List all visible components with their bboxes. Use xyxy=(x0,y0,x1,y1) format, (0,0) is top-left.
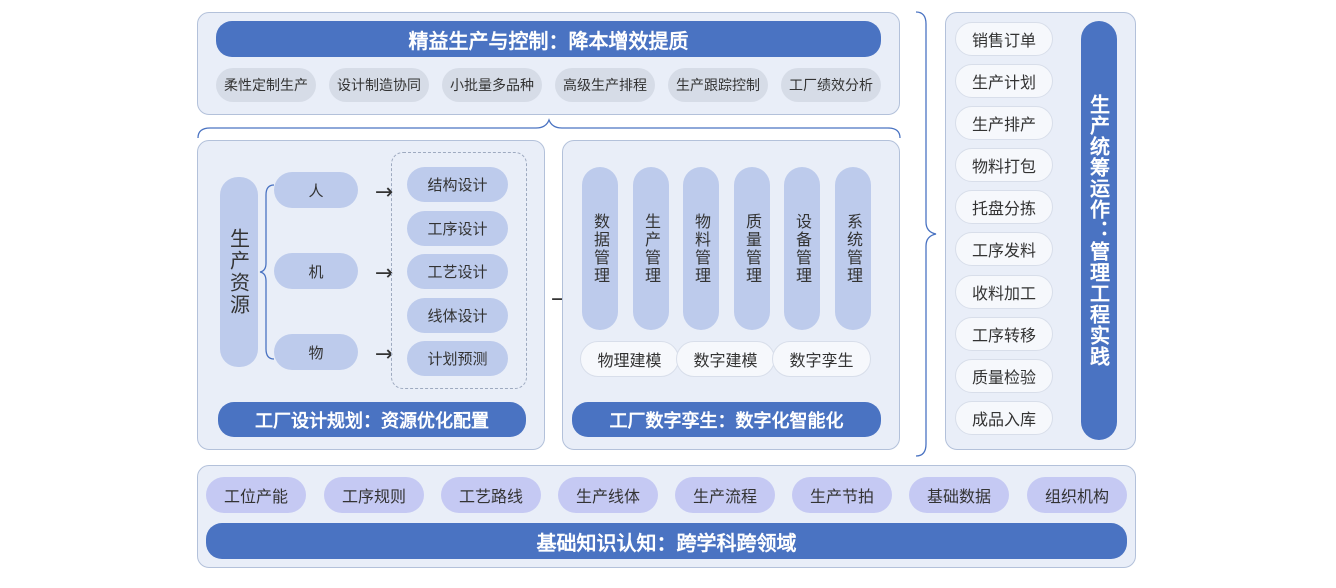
step-inspection: 质量检验 xyxy=(955,359,1053,393)
step-scheduling: 生产排产 xyxy=(955,106,1053,140)
twin-model-digital: 数字建模 xyxy=(676,341,775,377)
base-line: 生产线体 xyxy=(558,477,658,513)
base-workstation: 工位产能 xyxy=(206,477,306,513)
base-organization: 组织机构 xyxy=(1027,477,1127,513)
base-data: 基础数据 xyxy=(909,477,1009,513)
step-pallet-sorting: 托盘分拣 xyxy=(955,190,1053,224)
design-items-group xyxy=(391,152,527,389)
resource-machine: 机 xyxy=(274,253,358,289)
production-resource-label: 生产资源 xyxy=(220,177,258,367)
design-process: 工序设计 xyxy=(407,211,508,246)
twin-column-system: 系统管理 xyxy=(835,167,871,330)
step-production-plan: 生产计划 xyxy=(955,64,1053,98)
resource-material: 物 xyxy=(274,334,358,370)
top-tag-performance: 工厂绩效分析 xyxy=(781,68,881,102)
top-tag-scheduling: 高级生产排程 xyxy=(555,68,655,102)
step-packing: 物料打包 xyxy=(955,148,1053,182)
design-craft: 工艺设计 xyxy=(407,254,508,289)
twin-model-twin: 数字孪生 xyxy=(772,341,871,377)
arrow-right-icon: → xyxy=(374,342,394,367)
step-sales-order: 销售订单 xyxy=(955,22,1053,56)
top-tag-collab: 设计制造协同 xyxy=(329,68,429,102)
base-process-rules: 工序规则 xyxy=(324,477,424,513)
twin-column-production: 生产管理 xyxy=(633,167,669,330)
top-brace-icon xyxy=(197,118,901,139)
digital-twin-title: 工厂数字孪生：数字化智能化 xyxy=(572,402,881,437)
design-structure: 结构设计 xyxy=(407,167,508,202)
base-flow: 生产流程 xyxy=(675,477,775,513)
design-line: 线体设计 xyxy=(407,298,508,333)
twin-column-equipment: 设备管理 xyxy=(784,167,820,330)
arrow-right-icon: → xyxy=(374,261,394,286)
right-brace-icon xyxy=(915,11,937,457)
resource-brace-icon xyxy=(259,184,275,360)
design-forecast: 计划预测 xyxy=(407,341,508,376)
base-takt: 生产节拍 xyxy=(792,477,892,513)
twin-model-physical: 物理建模 xyxy=(580,341,679,377)
basic-knowledge-title: 基础知识认知：跨学科跨领域 xyxy=(206,523,1127,559)
top-tag-tracking: 生产跟踪控制 xyxy=(668,68,768,102)
twin-column-material: 物料管理 xyxy=(683,167,719,330)
arrow-right-icon: → xyxy=(374,180,394,205)
step-material-issue: 工序发料 xyxy=(955,232,1053,266)
lean-production-title: 精益生产与控制：降本增效提质 xyxy=(216,21,881,57)
base-routing: 工艺路线 xyxy=(441,477,541,513)
top-tag-smallbatch: 小批量多品种 xyxy=(442,68,542,102)
factory-design-title: 工厂设计规划：资源优化配置 xyxy=(218,402,526,437)
production-coordination-title: 生产统筹运作：管理工程实践 xyxy=(1081,21,1117,440)
twin-column-data: 数据管理 xyxy=(582,167,618,330)
top-tag-flexible: 柔性定制生产 xyxy=(216,68,316,102)
step-warehousing: 成品入库 xyxy=(955,401,1053,435)
step-transfer: 工序转移 xyxy=(955,317,1053,351)
twin-column-quality: 质量管理 xyxy=(734,167,770,330)
step-receiving: 收料加工 xyxy=(955,275,1053,309)
resource-person: 人 xyxy=(274,172,358,208)
